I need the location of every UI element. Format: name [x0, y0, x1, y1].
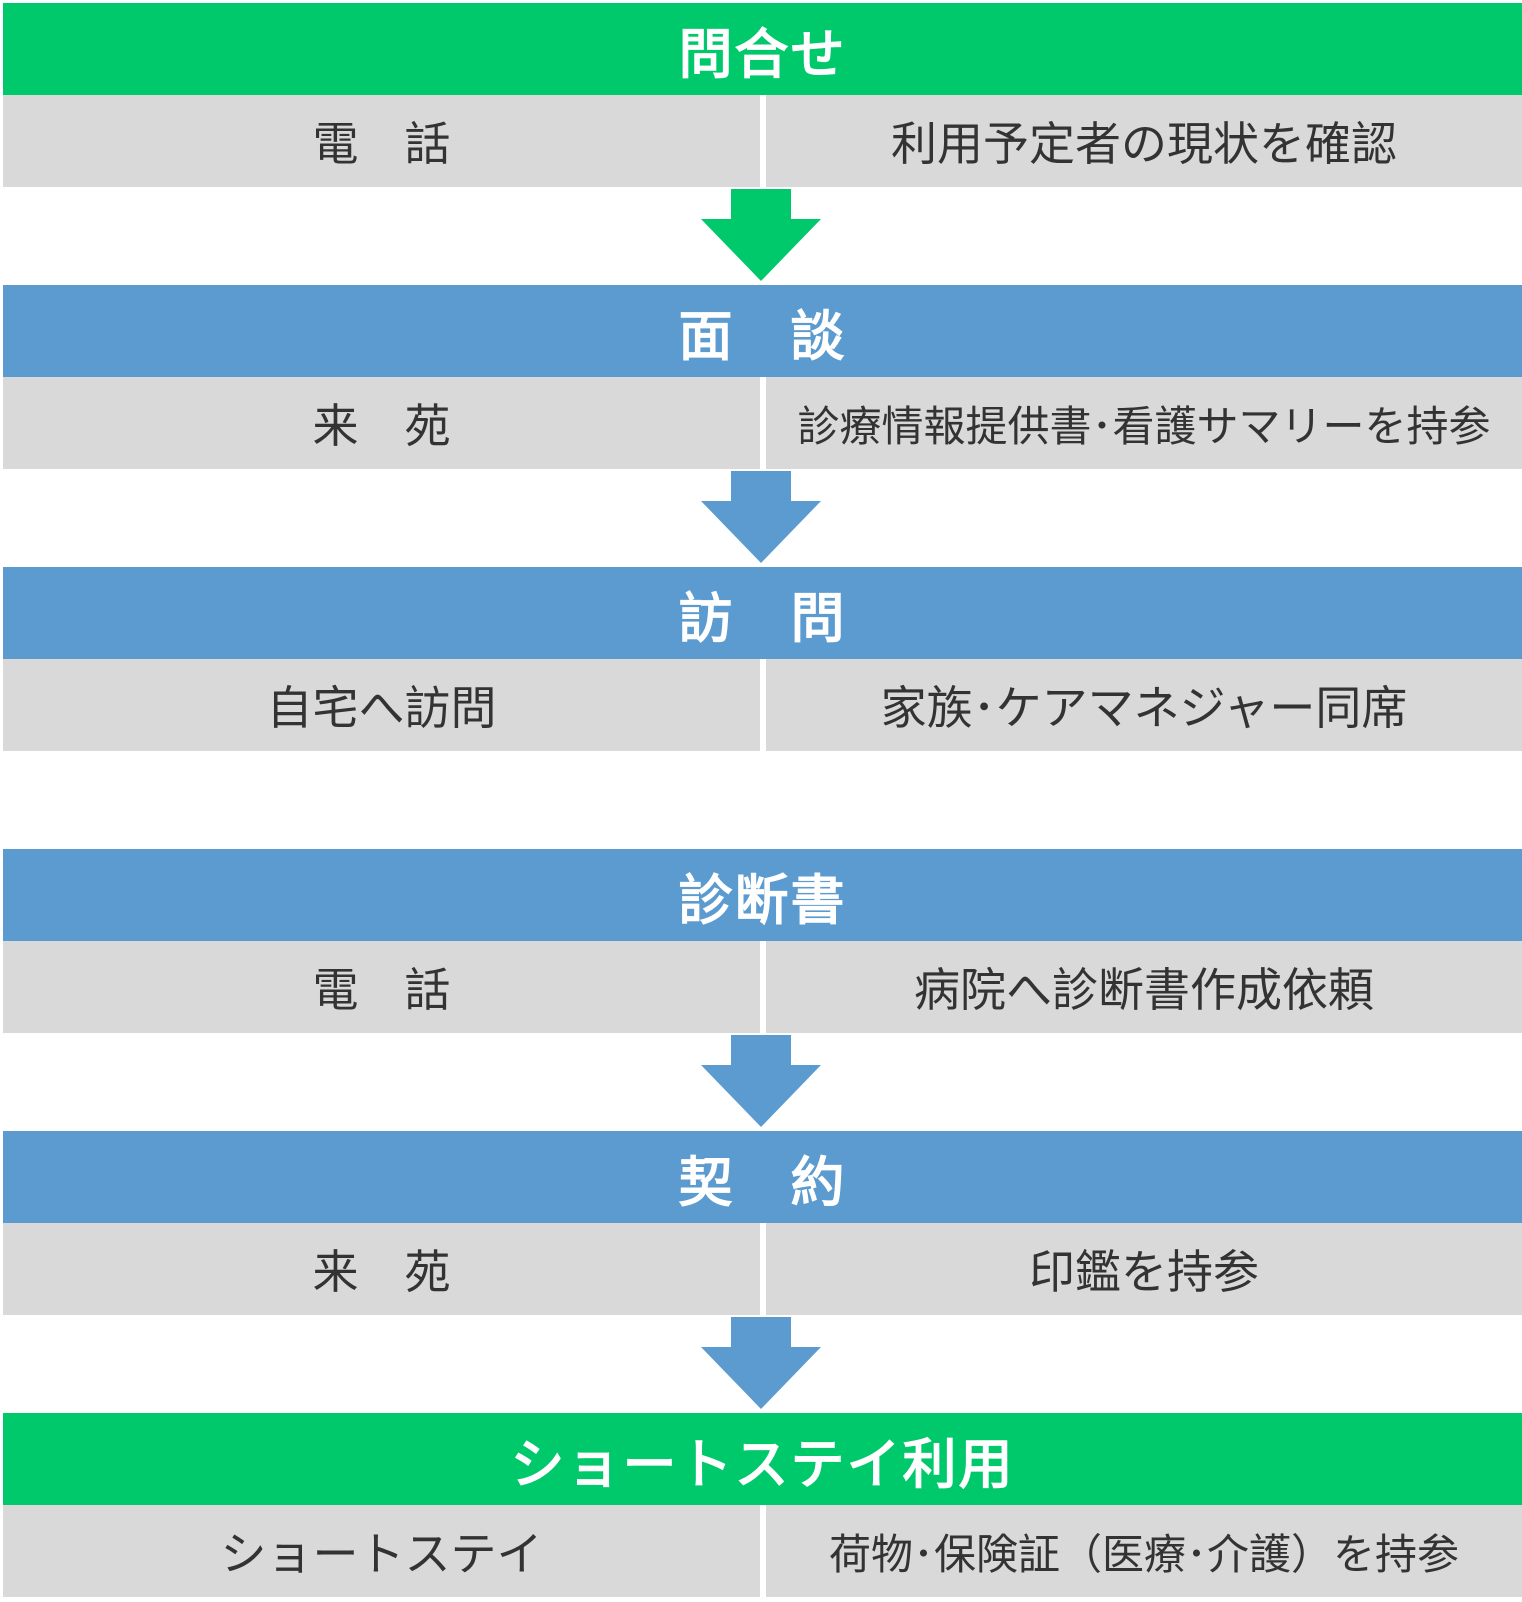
- step-detail-visit: 自宅へ訪問 家族･ケアマネジャー同席: [3, 659, 1522, 751]
- step-detail-short-stay: ショートステイ 荷物･保険証（医療･介護）を持参: [3, 1505, 1522, 1597]
- step-detail-medical-certificate: 電 話 病院へ診断書作成依頼: [3, 941, 1522, 1033]
- step-header-short-stay: ショートステイ利用: [3, 1413, 1522, 1505]
- step-note: 印鑑を持参: [766, 1223, 1522, 1315]
- step-detail-contract: 来 苑 印鑑を持参: [3, 1223, 1522, 1315]
- arrow-down-icon: [701, 1035, 821, 1127]
- arrow-down-icon: [701, 1317, 821, 1409]
- step-note: 利用予定者の現状を確認: [766, 95, 1522, 187]
- step-detail-interview: 来 苑 診療情報提供書･看護サマリーを持参: [3, 377, 1522, 469]
- step-header-contract: 契 約: [3, 1131, 1522, 1223]
- step-note: 荷物･保険証（医療･介護）を持参: [766, 1505, 1522, 1597]
- step-method: ショートステイ: [3, 1505, 760, 1597]
- arrow-down-icon: [701, 189, 821, 281]
- step-note: 病院へ診断書作成依頼: [766, 941, 1522, 1033]
- step-method: 自宅へ訪問: [3, 659, 760, 751]
- step-method: 来 苑: [3, 377, 760, 469]
- step-header-inquiry: 問合せ: [3, 3, 1522, 95]
- step-header-visit: 訪 問: [3, 567, 1522, 659]
- step-header-interview: 面 談: [3, 285, 1522, 377]
- step-method: 来 苑: [3, 1223, 760, 1315]
- step-note: 診療情報提供書･看護サマリーを持参: [766, 377, 1522, 469]
- step-method: 電 話: [3, 941, 760, 1033]
- step-method: 電 話: [3, 95, 760, 187]
- arrow-down-icon: [701, 471, 821, 563]
- step-detail-inquiry: 電 話 利用予定者の現状を確認: [3, 95, 1522, 187]
- step-header-medical-certificate: 診断書: [3, 849, 1522, 941]
- step-note: 家族･ケアマネジャー同席: [766, 659, 1522, 751]
